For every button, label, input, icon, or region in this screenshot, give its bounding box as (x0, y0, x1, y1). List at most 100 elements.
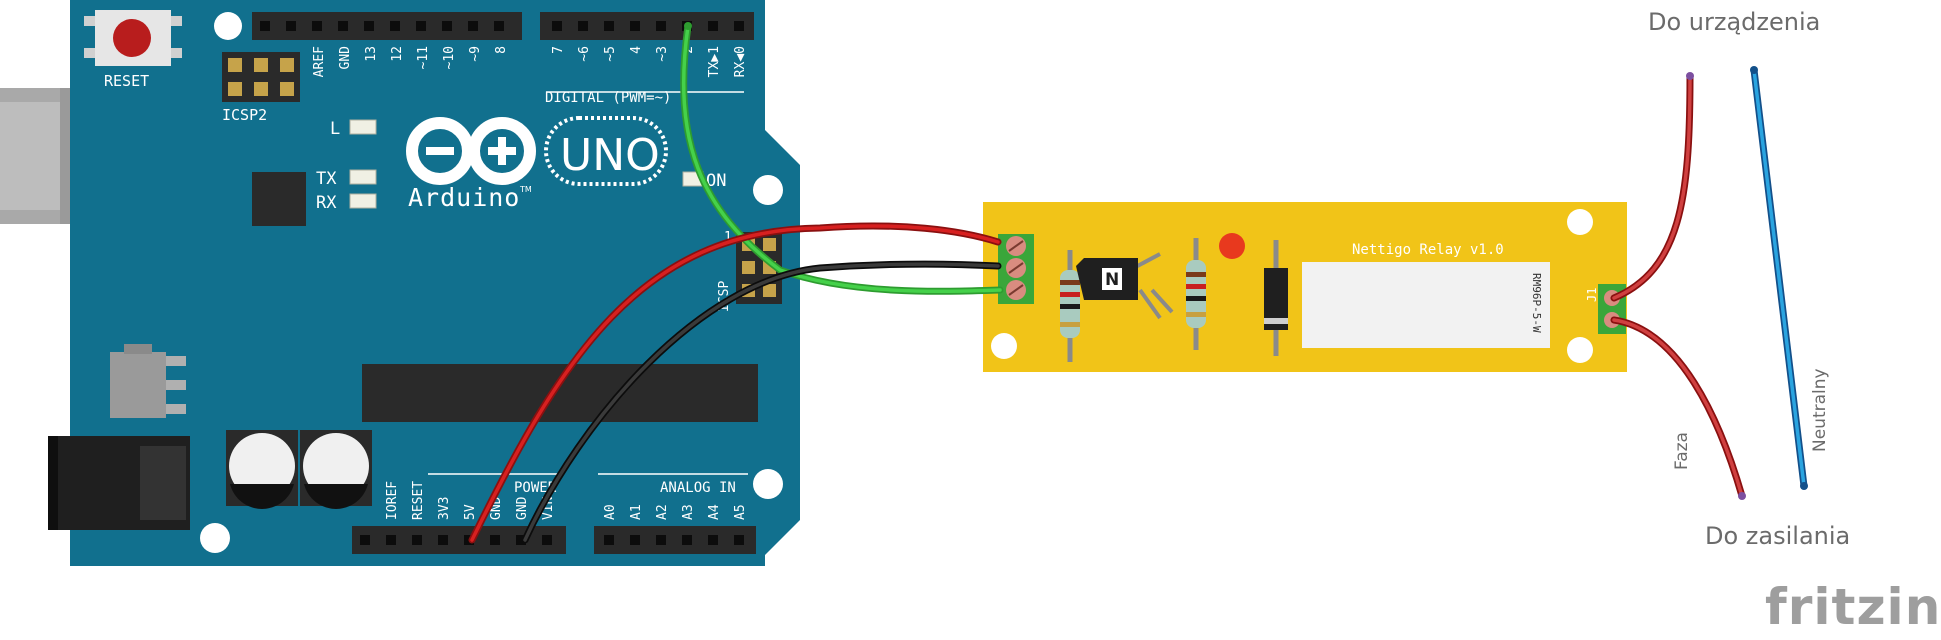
mount-hole (1567, 337, 1593, 363)
led-on-label: ON (706, 171, 726, 191)
icsp-pin1-label: 1 (724, 230, 732, 245)
analog-header (594, 526, 756, 554)
pin-label: AREF (312, 46, 327, 77)
header-pin (494, 21, 504, 31)
led-rx-label: RX (316, 193, 337, 213)
digital-header-right (540, 12, 754, 40)
neutral-label: Neutralny (1810, 368, 1830, 452)
capacitor (226, 430, 298, 509)
uno-text: UNO (560, 130, 660, 181)
header-pin (338, 21, 348, 31)
header-pin (656, 21, 666, 31)
header-pin (468, 21, 478, 31)
reset-label: RESET (104, 72, 149, 90)
mount-hole (200, 523, 230, 553)
pin-label: RESET (411, 481, 426, 520)
pin-label: 3V3 (437, 497, 452, 520)
header-pin (416, 21, 426, 31)
input-terminal (998, 234, 1034, 304)
header-pin (312, 21, 322, 31)
pin-label: A4 (707, 504, 722, 520)
relay-part-label: RM96P-5-W (1530, 273, 1543, 333)
to-device-label: Do urządzenia (1648, 8, 1821, 36)
relay-module: N Nettigo Relay v1.0 RM96P-5-W J1 (983, 202, 1627, 372)
header-pin (260, 21, 270, 31)
mount-hole (1567, 209, 1593, 235)
pin-label: 8 (494, 46, 509, 54)
header-pin (656, 535, 666, 545)
header-pin (604, 21, 614, 31)
connector-label: J1 (1585, 288, 1599, 302)
pin-label: A0 (603, 504, 618, 520)
board-body (70, 0, 800, 566)
pin-label: IOREF (385, 481, 400, 520)
header-pin (734, 535, 744, 545)
header-pin (438, 535, 448, 545)
usb-chip (252, 172, 306, 226)
led-rx (349, 193, 377, 209)
header-pin (542, 535, 552, 545)
pin-label: 12 (390, 46, 405, 62)
digital-header-label: DIGITAL (PWM=~) (545, 90, 671, 106)
voltage-regulator (110, 344, 186, 418)
pin-label: A5 (733, 504, 748, 520)
header-pin (734, 21, 744, 31)
header-pin (442, 21, 452, 31)
power-header (352, 526, 566, 554)
pin-label: GND (515, 496, 530, 520)
header-pin (630, 21, 640, 31)
pin-label: ~3 (655, 46, 670, 62)
header-pin (552, 21, 562, 31)
resistor (1060, 250, 1080, 362)
header-pin (578, 21, 588, 31)
relay-title: Nettigo Relay v1.0 (1352, 242, 1504, 258)
header-pin (386, 535, 396, 545)
arduino-logo (406, 116, 668, 186)
pin-label: 7 (551, 46, 566, 54)
header-pin (708, 21, 718, 31)
dc-jack (48, 436, 190, 530)
capacitor (300, 430, 372, 509)
mount-hole (214, 12, 242, 40)
fritzing-logo: fritzing (1765, 578, 1941, 636)
led-tx (349, 169, 377, 185)
mount-hole (753, 469, 783, 499)
transistor-mark: N (1105, 270, 1119, 290)
analog-label: ANALOG IN (660, 480, 736, 496)
header-pin (364, 21, 374, 31)
mount-hole (991, 333, 1017, 359)
header-pin (708, 535, 718, 545)
wires (468, 22, 1808, 544)
icsp2-label: ICSP2 (222, 106, 267, 124)
led-l-label: L (330, 119, 340, 139)
to-power-label: Do zasilania (1705, 522, 1851, 550)
pin-label: 13 (364, 46, 379, 62)
diode (1264, 240, 1288, 356)
pin-label: RX◀0 (733, 46, 748, 77)
tm-mark: TM (519, 185, 532, 194)
pin-label: A2 (655, 504, 670, 520)
header-pin (516, 535, 526, 545)
pin-label: A1 (629, 504, 644, 520)
led-tx-label: TX (316, 169, 337, 189)
header-pin (390, 21, 400, 31)
mount-hole (753, 175, 783, 205)
transistor (1076, 252, 1174, 320)
pin-label: GND (338, 46, 353, 70)
resistor (1186, 238, 1206, 350)
pin-label: 4 (629, 46, 644, 54)
icsp2-header (222, 52, 300, 102)
pin-label: TX▶1 (707, 46, 722, 77)
header-pin (682, 535, 692, 545)
reset-button[interactable] (84, 10, 182, 66)
pin-label: ~10 (442, 46, 457, 69)
header-pin (490, 535, 500, 545)
arduino-brand-text: Arduino (408, 183, 520, 212)
pin-label: ~11 (416, 46, 431, 69)
header-pin (630, 535, 640, 545)
header-pin (412, 535, 422, 545)
pin-label: ~9 (468, 46, 483, 62)
header-pin (604, 535, 614, 545)
